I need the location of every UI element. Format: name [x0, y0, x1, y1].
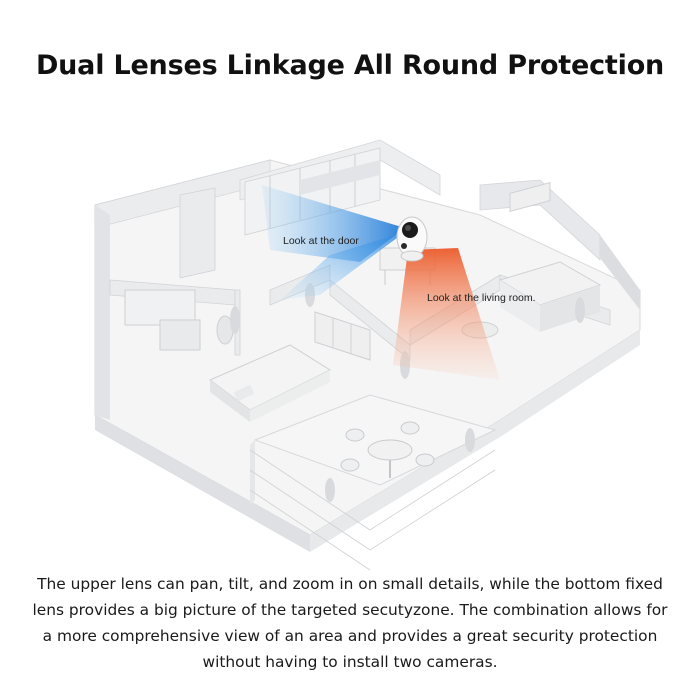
page-title: Dual Lenses Linkage All Round Protection — [35, 50, 665, 81]
plants — [230, 283, 585, 502]
bathroom — [124, 289, 234, 351]
description-text: The upper lens can pan, tilt, and zoom i… — [32, 575, 668, 671]
bedroom-bed — [209, 344, 332, 422]
sideboard — [314, 311, 371, 361]
security-camera-icon — [396, 216, 428, 262]
door-view-beam — [262, 185, 405, 300]
door-callout: Look at the door — [283, 235, 359, 247]
living-room-callout: Look at the living room. — [427, 292, 536, 304]
balcony — [249, 394, 497, 571]
living-room-view-beam — [393, 248, 500, 380]
